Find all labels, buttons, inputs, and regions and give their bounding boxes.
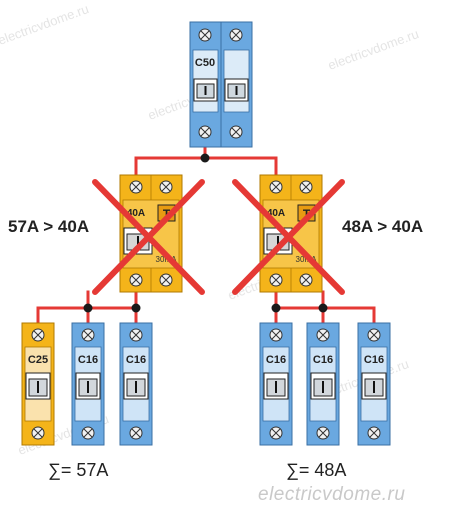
branch-breaker-label: C16 (364, 354, 384, 366)
branch-breaker-label: C16 (266, 354, 286, 366)
left-breaker-group: C25 C16 C16 (21, 322, 153, 446)
watermark-3: electricvdome.ru (326, 26, 421, 73)
branch-breaker-label: C16 (78, 354, 98, 366)
branch-breaker-label: C25 (28, 354, 48, 366)
junctions (83, 153, 328, 313)
branch-breaker: C16 (71, 322, 105, 446)
comparison-right: 48A > 40A (342, 217, 423, 236)
rcd-right-cross-icon (232, 179, 345, 295)
sum-left: ∑= 57A (48, 460, 108, 480)
branch-breaker: C25 (21, 322, 55, 446)
junction-right-2 (318, 303, 328, 313)
branch-breaker-label: C16 (313, 354, 333, 366)
watermark-1: electricvdome.ru (0, 1, 91, 48)
branch-breaker-label: C16 (126, 354, 146, 366)
branch-breaker: C16 (306, 322, 340, 446)
branch-breaker: C16 (119, 322, 153, 446)
sum-right: ∑= 48A (286, 460, 346, 480)
rcd-left: 40A T 30mA (92, 174, 205, 295)
junction-left-2 (131, 303, 141, 313)
footer-site: electricvdome.ru (258, 484, 405, 505)
junction-top (200, 153, 210, 163)
main-breaker-screws (198, 28, 243, 139)
rcd-left-rating: 40A (127, 208, 145, 219)
rcd-right: 40A T 30mA (232, 174, 345, 295)
main-breaker: C50 (189, 21, 253, 148)
rcd-left-cross-icon (92, 179, 205, 295)
right-breaker-group: C16 C16 C16 (259, 322, 391, 446)
branch-breaker: C16 (357, 322, 391, 446)
junction-right-1 (271, 303, 281, 313)
main-breaker-label: C50 (195, 57, 215, 69)
comparison-left: 57A > 40A (8, 217, 89, 236)
junction-left-1 (83, 303, 93, 313)
branch-breaker: C16 (259, 322, 293, 446)
rcd-right-rating: 40A (267, 208, 285, 219)
